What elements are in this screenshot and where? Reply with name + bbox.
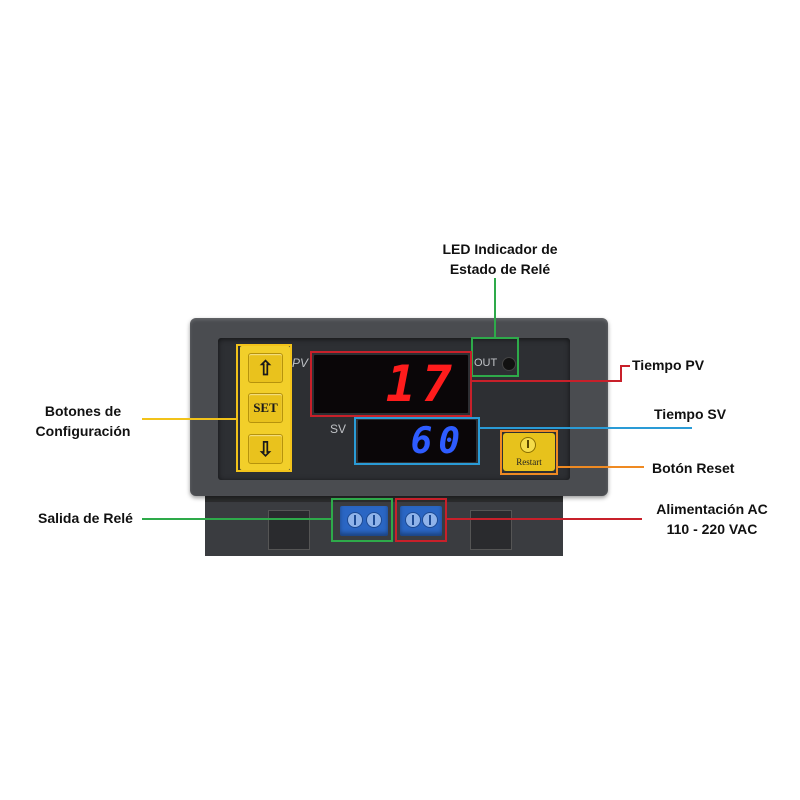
alimentacion-label-line2: 110 - 220 VAC: [666, 521, 758, 537]
reset-callout-line: [558, 466, 644, 468]
sv-callout-box: [354, 417, 480, 465]
relay-status-led: [502, 357, 516, 371]
led-indicator-label-line1: LED Indicador de: [442, 241, 558, 257]
terminal-screw: [366, 512, 382, 528]
salida-callout-box: [331, 498, 393, 542]
pv-callout-box: [310, 351, 472, 417]
up-button[interactable]: ⇧: [248, 353, 283, 383]
terminal-screw: [347, 512, 363, 528]
pv-callout-line-v: [620, 365, 622, 382]
alimentacion-label-line1: Alimentación AC: [656, 501, 768, 517]
restart-button[interactable]: Restart: [503, 433, 555, 471]
led-indicator-label-line2: Estado de Relé: [449, 261, 551, 277]
config-callout-box: [236, 344, 292, 472]
config-keypad: ⇧ SET ⇩: [240, 346, 290, 470]
boton-reset-label: Botón Reset: [652, 460, 735, 476]
sv-tag: SV: [330, 422, 347, 436]
mounting-clip-left: [268, 510, 310, 550]
set-button[interactable]: SET: [248, 393, 283, 423]
pv-callout-line-h: [472, 380, 622, 382]
mounting-clip-right: [470, 510, 512, 550]
reset-callout-box: [500, 430, 558, 475]
pv-display: 17: [314, 355, 468, 413]
terminal-screw: [422, 512, 438, 528]
botones-config-label-line1: Botones de: [44, 403, 122, 419]
tiempo-sv-label: Tiempo SV: [654, 406, 727, 422]
sv-callout-line-h: [480, 427, 692, 429]
salida-rele-label: Salida de Relé: [38, 510, 133, 526]
botones-config-label: Botones de Configuración: [24, 401, 142, 441]
power-input-terminal: [400, 506, 442, 536]
pv-callout-line-h2: [620, 365, 630, 367]
terminal-screw: [405, 512, 421, 528]
out-tag: OUT: [474, 357, 498, 369]
led-indicator-label: LED Indicador de Estado de Relé: [430, 239, 570, 279]
led-callout-box: [471, 337, 519, 377]
botones-config-label-line2: Configuración: [35, 423, 131, 439]
tiempo-pv-label: Tiempo PV: [632, 357, 705, 373]
led-callout-line: [494, 278, 496, 338]
relay-output-terminal: [340, 506, 388, 536]
salida-callout-line: [142, 518, 331, 520]
alimentacion-label: Alimentación AC 110 - 220 VAC: [642, 499, 782, 539]
config-callout-line: [142, 418, 236, 420]
alimentacion-callout-line: [447, 518, 642, 520]
power-icon: [520, 437, 536, 453]
alimentacion-callout-box: [395, 498, 447, 542]
pv-tag: PV: [292, 356, 309, 370]
restart-label: Restart: [516, 457, 542, 467]
down-button[interactable]: ⇩: [248, 434, 283, 464]
sv-display: 60: [358, 420, 476, 462]
